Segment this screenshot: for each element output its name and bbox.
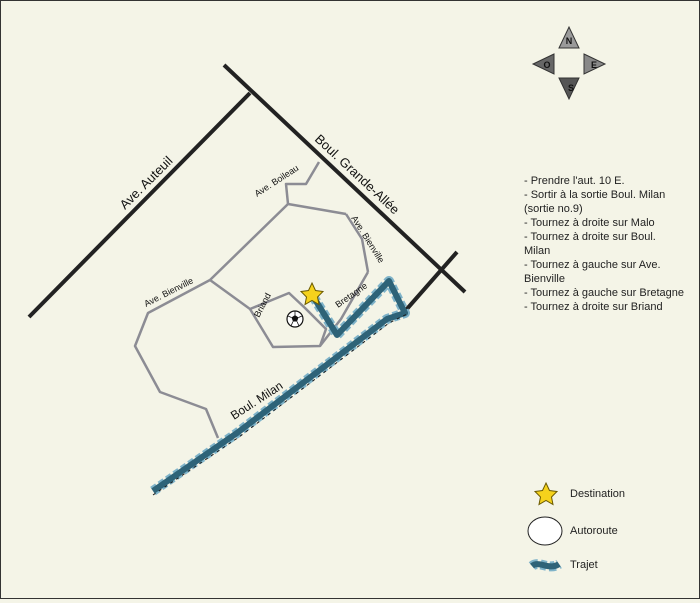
legend-route-label: Trajet <box>570 559 598 571</box>
compass-south-arrow <box>558 77 580 101</box>
label-ave-auteuil: Ave. Auteuil <box>117 153 176 212</box>
star-icon <box>299 281 325 306</box>
road-bretagne <box>319 271 370 347</box>
legend-highway-icon <box>527 516 563 546</box>
direction-step: - Sortir à la sortie Boul. Milan (sortie… <box>524 189 666 215</box>
label-ave-bienville-east: Ave. Bienville <box>349 214 386 265</box>
road-ave-bienville-west <box>133 278 220 439</box>
road-boileau-spur <box>284 161 321 205</box>
road-ave-bienville-east <box>344 213 370 273</box>
direction-step: - Prendre l'aut. 10 E. <box>524 175 625 187</box>
direction-step: - Tournez à droite sur Malo <box>524 217 655 229</box>
direction-step: - Tournez à droite sur Boul. Milan <box>524 231 656 257</box>
compass-e-label: E <box>591 60 597 70</box>
label-ave-boileau: Ave. Boileau <box>253 163 301 199</box>
compass-rose: N S E O <box>531 25 607 101</box>
road-boul-grande-allee <box>222 63 467 294</box>
direction-step: - Tournez à gauche sur Bretagne <box>524 287 685 299</box>
directions-list: - Prendre l'aut. 10 E. - Sortir à la sor… <box>524 174 684 314</box>
route-path <box>150 276 410 496</box>
label-boul-grande-allee: Boul. Grande-Allée <box>312 131 403 217</box>
compass-west-arrow <box>531 53 555 75</box>
legend-star-icon <box>533 481 559 506</box>
road-ave-boileau <box>209 202 347 281</box>
road-briand-loop <box>209 278 328 349</box>
road-connector <box>404 250 459 312</box>
legend-highway-label: Autoroute <box>570 525 618 537</box>
compass-o-label: O <box>543 60 550 70</box>
soccer-ball-icon <box>286 310 304 328</box>
legend-route-icon <box>528 559 562 572</box>
minor-roads <box>133 161 370 439</box>
road-ave-auteuil <box>27 91 252 319</box>
compass-s-label: S <box>568 83 574 93</box>
compass-north-arrow <box>558 25 580 49</box>
legend-destination-label: Destination <box>570 488 626 500</box>
direction-step: - Tournez à droite sur Briand <box>524 301 663 313</box>
compass-n-label: N <box>566 36 573 46</box>
label-briand: Briand <box>252 291 273 319</box>
direction-step: - Tournez à gauche sur Ave. Bienville <box>524 259 661 285</box>
compass-east-arrow <box>583 53 607 75</box>
